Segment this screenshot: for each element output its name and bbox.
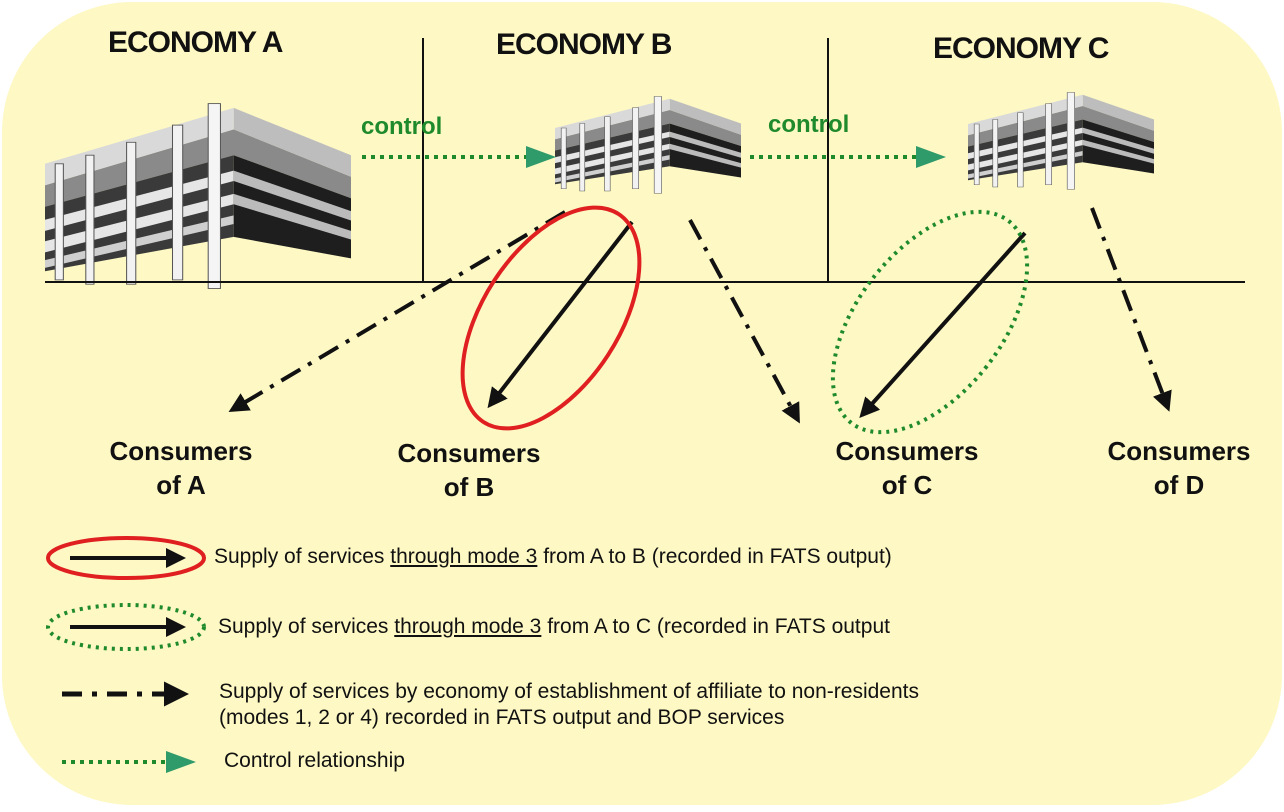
consumers-of-a-line1: Consumers bbox=[109, 436, 253, 466]
consumers-of-d: Consumers of D bbox=[1074, 434, 1284, 502]
legend-symbol-control-arrow bbox=[62, 751, 196, 773]
dashdot-arrow-b-to-consumers-c bbox=[688, 219, 800, 424]
solid-arrow-c-to-consumers-c bbox=[859, 231, 1027, 418]
consumers-of-c-line1: Consumers bbox=[835, 436, 979, 466]
consumers-of-d-line1: Consumers bbox=[1107, 436, 1251, 466]
legend-symbol-red-ellipse bbox=[46, 536, 206, 580]
legend-text-control-relationship: Control relationship bbox=[224, 749, 405, 772]
legend3-line2: (modes 1, 2 or 4) recorded in FATS outpu… bbox=[219, 706, 785, 729]
legend-symbol-green-ellipse bbox=[46, 603, 206, 651]
consumers-of-c: Consumers of C bbox=[802, 434, 1012, 502]
red-highlight-ellipse bbox=[460, 205, 642, 431]
control-arrow-a-to-b bbox=[362, 146, 556, 168]
consumers-of-a-line2: of A bbox=[156, 470, 206, 500]
green-highlight-ellipse bbox=[830, 209, 1030, 435]
legend-text-mode3-a-to-b: Supply of services through mode 3 from A… bbox=[214, 544, 892, 570]
control-label-b-c: control bbox=[768, 111, 850, 138]
legend-text-modes-1-2-4: Supply of services by economy of establi… bbox=[219, 679, 919, 731]
consumers-of-b-line2: of B bbox=[443, 472, 495, 502]
consumers-of-c-line2: of C bbox=[881, 470, 933, 500]
legend2-pre: Supply of services bbox=[218, 615, 395, 638]
control-arrow-b-to-c bbox=[750, 146, 946, 168]
solid-arrow-b-to-consumers-b bbox=[487, 220, 634, 409]
legend1-mode: through mode 3 bbox=[390, 545, 538, 568]
legend3-line1: Supply of services by economy of establi… bbox=[219, 680, 919, 703]
economy-b-label: ECONOMY B bbox=[496, 28, 672, 61]
legend-text-mode3-a-to-c: Supply of services through mode 3 from A… bbox=[218, 614, 890, 640]
legend2-mode: through mode 3 bbox=[394, 615, 542, 638]
economy-a-label: ECONOMY A bbox=[108, 26, 283, 59]
dashdot-arrow-b-to-consumers-a bbox=[228, 210, 567, 413]
legend1-pre: Supply of services bbox=[214, 545, 391, 568]
consumers-of-b: Consumers of B bbox=[364, 436, 574, 504]
control-label-a-b: control bbox=[361, 113, 443, 140]
consumers-of-a: Consumers of A bbox=[76, 434, 286, 502]
legend1-post: from A to B (recorded in FATS output) bbox=[537, 545, 892, 568]
economy-c-label: ECONOMY C bbox=[933, 32, 1109, 65]
consumers-of-b-line1: Consumers bbox=[397, 438, 541, 468]
consumers-of-d-line2: of D bbox=[1153, 470, 1205, 500]
legend2-post: from A to C (recorded in FATS output bbox=[541, 615, 890, 638]
dashdot-arrow-c-to-consumers-d bbox=[1090, 207, 1172, 412]
